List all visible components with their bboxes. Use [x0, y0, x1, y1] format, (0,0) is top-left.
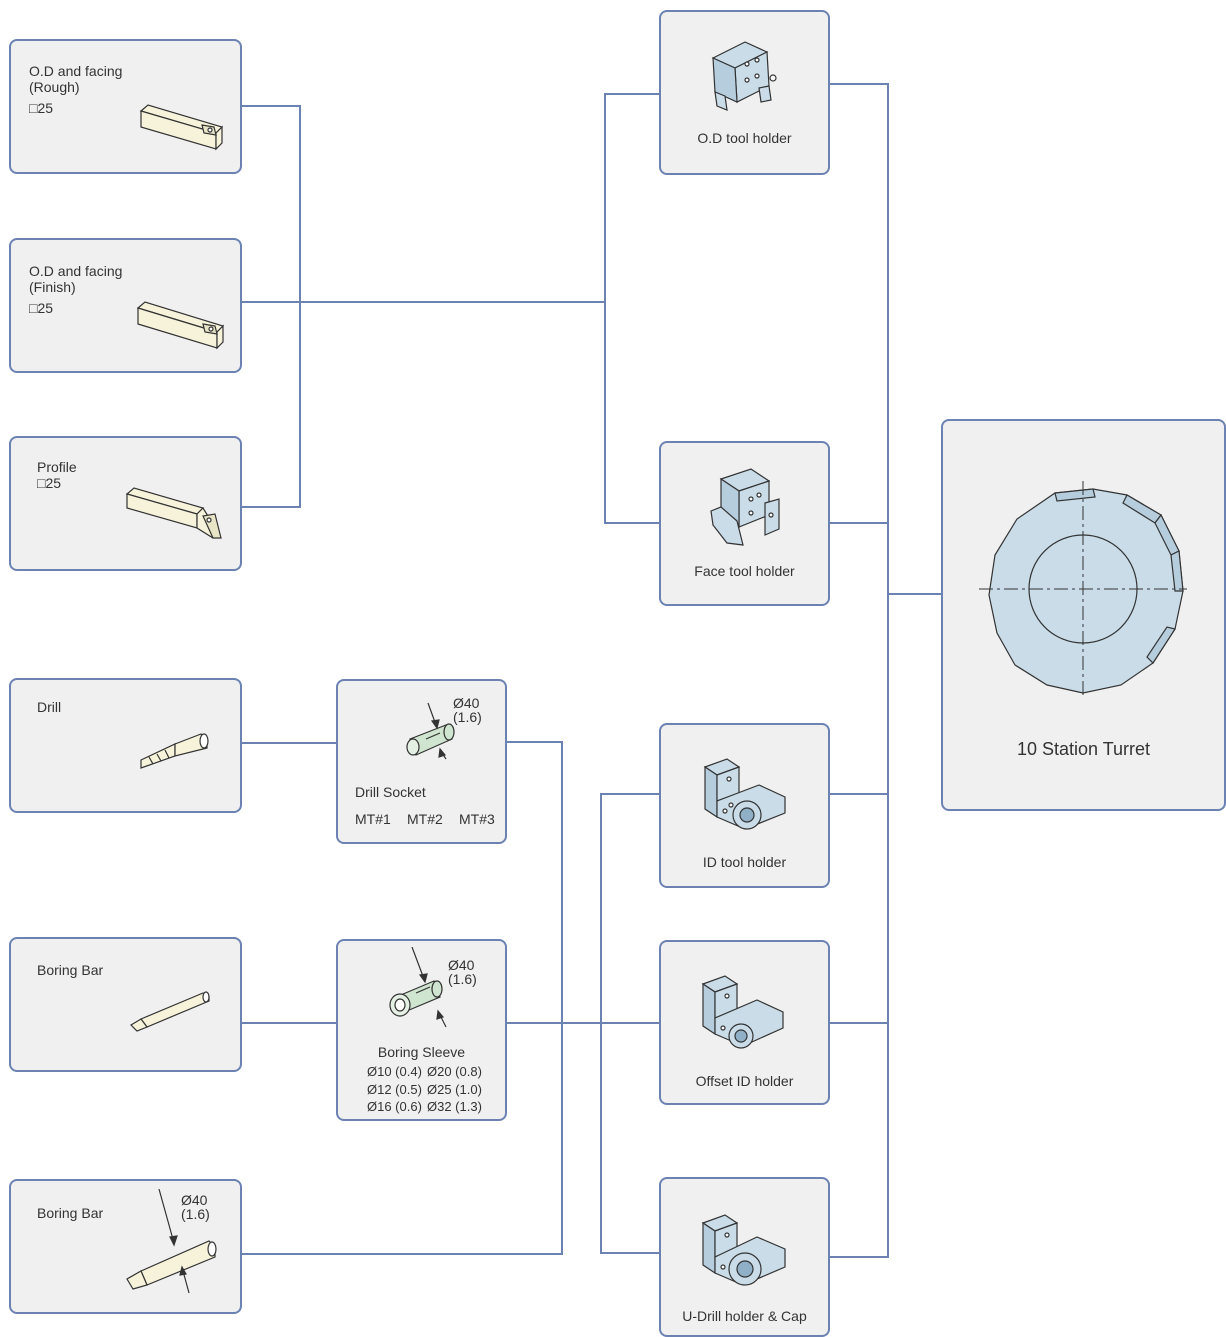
sleeve-size: Ø32 (1.3)	[427, 1099, 482, 1114]
tool-size: □25	[29, 300, 54, 316]
boring-sleeve-card[interactable]: Ø40 (1.6) Boring Sleeve Ø10 (0.4) Ø20 (0…	[336, 939, 507, 1121]
offset-id-holder-icon	[701, 975, 784, 1049]
tool-card-boring-bar-2[interactable]: Boring Bar Ø40 (1.6)	[9, 1179, 242, 1314]
tool-title: Drill	[37, 699, 62, 715]
sleeve-size: Ø10 (0.4)	[367, 1064, 422, 1079]
tool-size: □25	[37, 475, 62, 491]
sleeve-size: Ø12 (0.5)	[367, 1082, 422, 1097]
diameter-label-inch: (1.6)	[181, 1206, 210, 1222]
socket-size-3: MT#3	[459, 811, 495, 827]
holder-card-offset-id[interactable]: Offset ID holder	[659, 940, 830, 1105]
tool-title: Boring Bar	[37, 962, 104, 978]
sleeve-size: Ø20 (0.8)	[427, 1064, 482, 1079]
boring-bar-icon	[126, 1188, 217, 1294]
boring-sleeve-icon	[389, 947, 447, 1028]
turning-tool-icon	[136, 301, 225, 350]
adapter-title: Drill Socket	[355, 784, 426, 800]
holder-card-od[interactable]: O.D tool holder	[659, 10, 830, 175]
tool-card-boring-bar[interactable]: Boring Bar	[9, 937, 242, 1072]
holder-label: Face tool holder	[694, 563, 795, 579]
profile-tool-icon	[125, 487, 222, 539]
diameter-label: Ø40	[453, 695, 480, 711]
tool-card-profile[interactable]: Profile □25	[9, 436, 242, 571]
socket-size-1: MT#1	[355, 811, 391, 827]
turning-tool-icon	[139, 104, 224, 151]
boring-bar-icon	[130, 991, 210, 1032]
sleeve-size: Ø16 (0.6)	[367, 1099, 422, 1114]
sleeve-size: Ø25 (1.0)	[427, 1082, 482, 1097]
turret-icon	[979, 481, 1187, 699]
face-tool-holder-icon	[710, 468, 780, 546]
diameter-label-inch: (1.6)	[453, 709, 482, 725]
holder-label: ID tool holder	[702, 854, 787, 870]
tool-card-drill[interactable]: Drill	[9, 678, 242, 813]
tool-card-od-finish[interactable]: O.D and facing (Finish) □25	[9, 238, 242, 373]
socket-size-2: MT#2	[407, 811, 443, 827]
holder-label: U-Drill holder & Cap	[682, 1308, 807, 1324]
holder-card-id[interactable]: ID tool holder	[659, 723, 830, 888]
od-tool-holder-icon	[711, 41, 777, 111]
tool-title: O.D and facing	[29, 63, 123, 79]
holder-label: O.D tool holder	[697, 130, 792, 146]
diameter-label: Ø40	[448, 957, 475, 973]
drill-socket-card[interactable]: Ø40 (1.6) Drill Socket MT#1 MT#2 MT#3	[336, 679, 507, 844]
tool-subtitle: (Rough)	[29, 79, 80, 95]
tool-title: Boring Bar	[37, 1205, 104, 1221]
tool-subtitle: (Finish)	[29, 279, 76, 295]
holder-card-udrill[interactable]: U-Drill holder & Cap	[659, 1177, 830, 1337]
holder-label: Offset ID holder	[695, 1073, 794, 1089]
tool-size: □25	[29, 100, 54, 116]
turret-card[interactable]: 10 Station Turret	[941, 419, 1226, 811]
drill-socket-icon	[406, 702, 455, 760]
id-tool-holder-icon	[703, 758, 786, 830]
diameter-label-inch: (1.6)	[448, 971, 477, 987]
tool-card-od-rough[interactable]: O.D and facing (Rough) □25	[9, 39, 242, 174]
holder-card-face[interactable]: Face tool holder	[659, 441, 830, 606]
adapter-title: Boring Sleeve	[377, 1044, 466, 1060]
tool-title: O.D and facing	[29, 263, 123, 279]
drill-icon	[140, 733, 209, 769]
udrill-holder-icon	[701, 1214, 786, 1286]
turret-title: 10 Station Turret	[1016, 739, 1151, 759]
diameter-label: Ø40	[181, 1192, 208, 1208]
tool-title: Profile	[37, 459, 77, 475]
